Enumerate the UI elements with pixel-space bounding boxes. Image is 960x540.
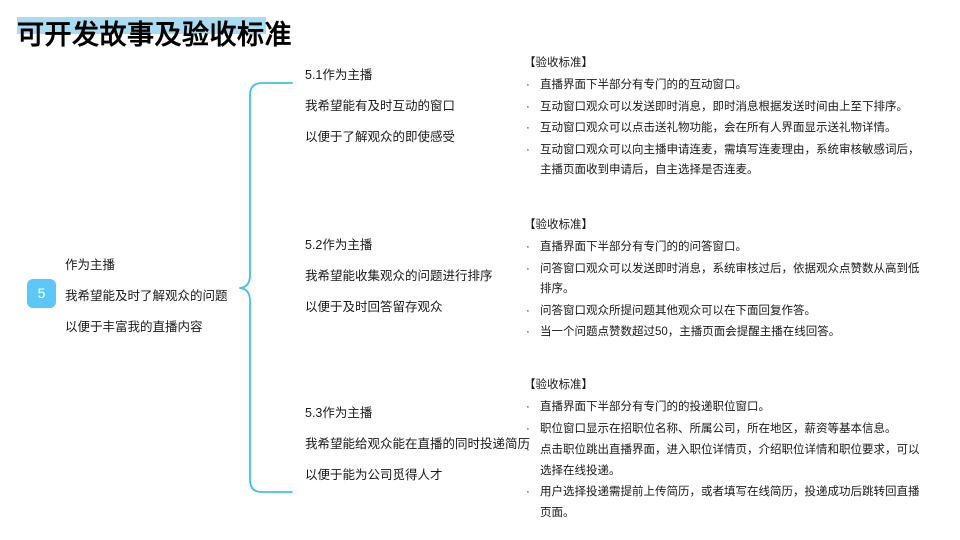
story-card-5-3[interactable]: 5.3作为主播 我希望能给观众能在直播的同时投递简历 以便于能为公司觅得人才 (305, 398, 531, 491)
story-line: 我希望能收集观众的问题进行排序 (305, 269, 493, 283)
criteria-item: · 互动窗口观众可以点击送礼物功能，会在所有人界面显示送礼物详情。 (524, 118, 924, 139)
criteria-item: · 用户选择投递需提前上传简历，或者填写在线简历，投递成功后跳转回直播页面。 (524, 482, 924, 523)
criteria-text: 当一个问题点赞数超过50，主播页面会提醒主播在线回答。 (540, 326, 841, 338)
title-highlight-bar (17, 17, 266, 34)
criteria-text: 互动窗口观众可以点击送礼物功能，会在所有人界面显示送礼物详情。 (540, 122, 897, 134)
criteria-text: 直播界面下半部分有专门的的投递职位窗口。 (540, 401, 770, 413)
root-node-line: 以便于丰富我的直播内容 (65, 320, 203, 334)
bullet-icon: · (526, 304, 530, 317)
criteria-text: 互动窗口观众可以向主播申请连麦，需填写连麦理由，系统审核敏感词后，主播页面收到申… (540, 143, 920, 177)
root-node[interactable]: 5 作为主播 我希望能及时了解观众的问题 以便于丰富我的直播内容 (25, 250, 240, 346)
bullet-icon: · (526, 444, 530, 456)
root-node-badge: 5 (27, 279, 56, 308)
criteria-text: 直播界面下半部分有专门的的互动窗口。 (540, 79, 747, 91)
acceptance-criteria-block-2: 【验收标准】 · 直播界面下半部分有专门的的问答窗口。 · 问答窗口观众可以发送… (524, 214, 924, 344)
story-card-5-1[interactable]: 5.1作为主播 我希望能有及时互动的窗口 以便于了解观众的即使感受 (305, 60, 510, 153)
bullet-icon: · (526, 422, 530, 435)
criteria-item: · 互动窗口观众可以发送即时消息，即时消息根据发送时间由上至下排序。 (524, 97, 924, 118)
bullet-icon: · (526, 100, 530, 113)
criteria-list: · 直播界面下半部分有专门的的互动窗口。 · 互动窗口观众可以发送即时消息，即时… (524, 75, 924, 181)
page-title: 可开发故事及验收标准 (17, 14, 317, 60)
bullet-icon: · (526, 122, 530, 134)
root-node-line: 我希望能及时了解观众的问题 (65, 289, 228, 303)
story-line: 以便于及时回答留存观众 (305, 300, 443, 314)
story-line: 我希望能有及时互动的窗口 (305, 99, 456, 113)
story-line: 5.1作为主播 (305, 68, 373, 82)
criteria-list: · 直播界面下半部分有专门的的投递职位窗口。 · 职位窗口显示在招职位名称、所属… (524, 397, 924, 523)
bullet-icon: · (526, 326, 530, 338)
criteria-text: 直播界面下半部分有专门的的问答窗口。 (540, 241, 747, 253)
bullet-icon: · (526, 262, 530, 275)
criteria-item: · 直播界面下半部分有专门的的问答窗口。 (524, 237, 924, 258)
criteria-item: · 互动窗口观众可以向主播申请连麦，需填写连麦理由，系统审核敏感词后，主播页面收… (524, 140, 924, 181)
root-node-text: 作为主播 我希望能及时了解观众的问题 以便于丰富我的直播内容 (65, 250, 245, 343)
bullet-icon: · (526, 241, 530, 253)
criteria-item: · 问答窗口观众所提问题其他观众可以在下面回复作答。 (524, 301, 924, 322)
criteria-item: · 当一个问题点赞数超过50，主播页面会提醒主播在线回答。 (524, 322, 924, 343)
criteria-text: 职位窗口显示在招职位名称、所属公司，所在地区，薪资等基本信息。 (540, 422, 897, 435)
criteria-item: · 职位窗口显示在招职位名称、所属公司，所在地区，薪资等基本信息。 (524, 419, 924, 440)
criteria-text: 点击职位跳出直播界面，进入职位详情页，介绍职位详情和职位要求，可以选择在线投递。 (540, 444, 920, 477)
title-text: 可开发故事及验收标准 (17, 20, 292, 50)
story-line: 5.3作为主播 (305, 406, 373, 420)
acceptance-criteria-block-3: 【验收标准】 · 直播界面下半部分有专门的的投递职位窗口。 · 职位窗口显示在招… (524, 374, 924, 524)
root-node-line: 作为主播 (65, 258, 116, 272)
criteria-header: 【验收标准】 (524, 379, 593, 391)
criteria-text: 问答窗口观众所提问题其他观众可以在下面回复作答。 (540, 304, 816, 317)
criteria-header: 【验收标准】 (524, 57, 593, 69)
criteria-text: 问答窗口观众可以发送即时消息，系统审核过后，依据观众点赞数从高到低排序。 (540, 262, 920, 296)
acceptance-criteria-block-1: 【验收标准】 · 直播界面下半部分有专门的的互动窗口。 · 互动窗口观众可以发送… (524, 52, 924, 182)
bullet-icon: · (526, 143, 530, 156)
criteria-text: 互动窗口观众可以发送即时消息，即时消息根据发送时间由上至下排序。 (540, 100, 908, 113)
story-line: 以便于了解观众的即使感受 (305, 130, 456, 144)
criteria-header: 【验收标准】 (524, 219, 593, 231)
bullet-icon: · (526, 486, 530, 498)
criteria-item: · 直播界面下半部分有专门的的互动窗口。 (524, 75, 924, 96)
bullet-icon: · (526, 401, 530, 413)
story-line: 5.2作为主播 (305, 238, 373, 252)
criteria-text: 用户选择投递需提前上传简历，或者填写在线简历，投递成功后跳转回直播页面。 (540, 486, 920, 519)
criteria-item: · 点击职位跳出直播界面，进入职位详情页，介绍职位详情和职位要求，可以选择在线投… (524, 440, 924, 481)
criteria-item: · 直播界面下半部分有专门的的投递职位窗口。 (524, 397, 924, 418)
criteria-list: · 直播界面下半部分有专门的的问答窗口。 · 问答窗口观众可以发送即时消息，系统… (524, 237, 924, 343)
story-line: 我希望能给观众能在直播的同时投递简历 (305, 437, 531, 451)
story-line: 以便于能为公司觅得人才 (305, 468, 443, 482)
story-card-5-2[interactable]: 5.2作为主播 我希望能收集观众的问题进行排序 以便于及时回答留存观众 (305, 230, 510, 323)
bullet-icon: · (526, 79, 530, 91)
criteria-item: · 问答窗口观众可以发送即时消息，系统审核过后，依据观众点赞数从高到低排序。 (524, 259, 924, 300)
